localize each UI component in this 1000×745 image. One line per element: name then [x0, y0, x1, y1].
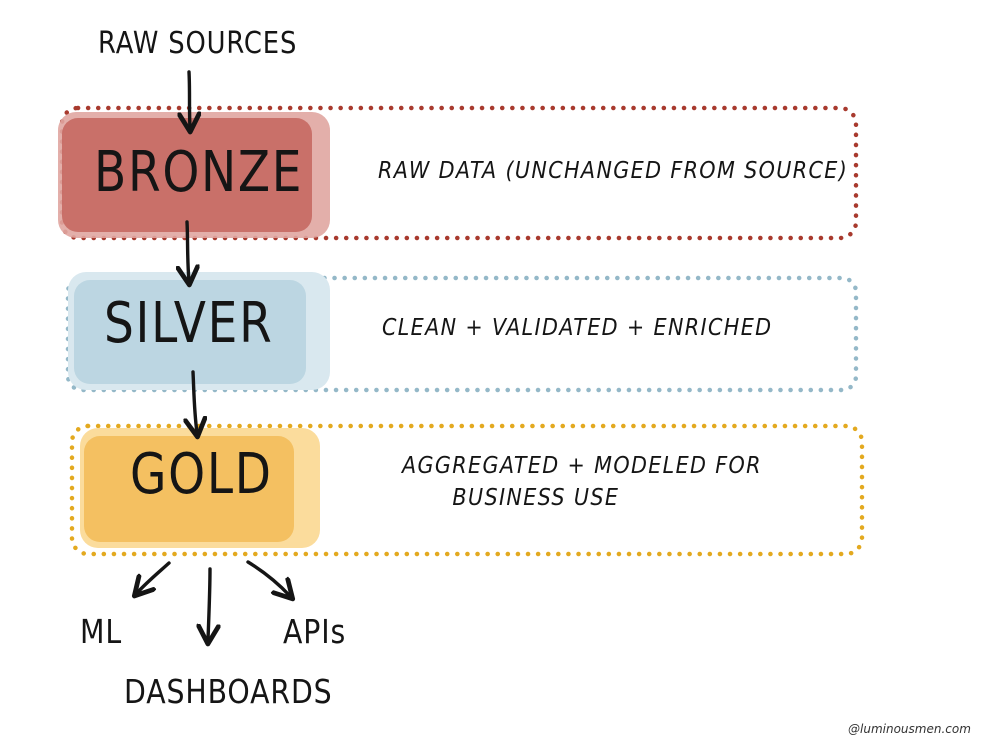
- bronze-layer: [58, 105, 859, 241]
- output-apis-label: APIs: [283, 612, 347, 651]
- gold-layer: [69, 423, 865, 557]
- arrow-gold-to-apis: [246, 560, 290, 596]
- gold-description-line-1: AGGREGATED + MODELED FOR: [402, 453, 762, 479]
- gold-dotted-frame: [69, 423, 865, 557]
- output-ml-label: ML: [80, 612, 123, 651]
- arrow-bronze-to-silver: [187, 220, 189, 281]
- gold-box: [84, 436, 294, 542]
- bronze-layer-title: BRONZE: [94, 140, 304, 205]
- gold-layer-description: AGGREGATED + MODELED FOR BUSINESS USE: [402, 450, 762, 514]
- silver-box: [74, 280, 306, 384]
- output-dashboards-label: DASHBOARDS: [124, 672, 333, 711]
- arrow-silver-to-gold: [193, 370, 197, 433]
- arrow-gold-to-ml: [137, 561, 171, 593]
- gold-description-line-2: BUSINESS USE: [452, 485, 620, 511]
- arrow-gold-to-dashboards: [208, 567, 210, 640]
- bronze-layer-description: RAW DATA (UNCHANGED FROM SOURCE): [378, 158, 849, 184]
- credit-watermark: @luminousmen.com: [848, 722, 971, 736]
- silver-layer: [65, 272, 859, 393]
- bronze-box: [62, 118, 312, 232]
- silver-layer-title: SILVER: [104, 291, 274, 356]
- silver-layer-description: CLEAN + VALIDATED + ENRICHED: [382, 315, 773, 341]
- arrow-sources-to-bronze: [189, 70, 190, 128]
- raw-sources-label: RAW SOURCES: [98, 26, 298, 61]
- gold-layer-title: GOLD: [130, 442, 273, 507]
